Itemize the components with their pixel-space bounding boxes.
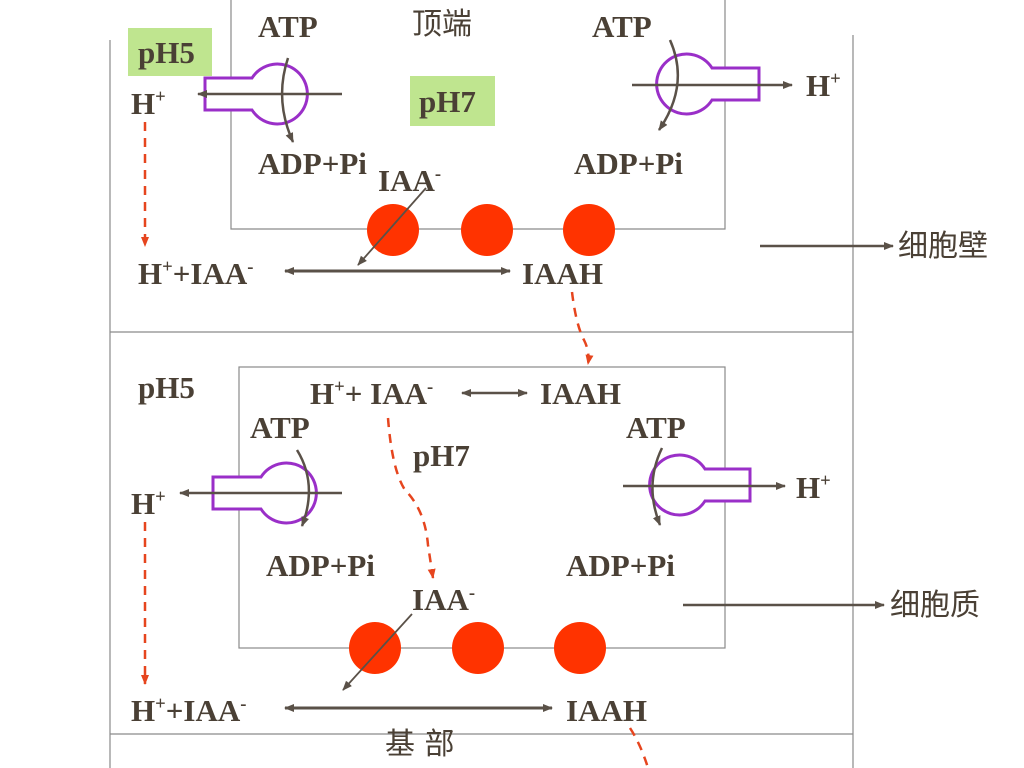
bottom-carrier-1	[349, 622, 401, 674]
top-carrier-1	[367, 204, 419, 256]
bottom-equilibrium-left-label: H++IAA-	[131, 693, 247, 728]
ph7-bottom-label: pH7	[413, 438, 470, 473]
bottom-left-h-label: H+	[131, 486, 166, 521]
proton-pump-top-left	[197, 57, 342, 143]
bottom-iaah-diffusion	[628, 727, 650, 768]
iaah-diffusion	[570, 291, 594, 365]
cytoplasm-label: 细胞质	[890, 588, 980, 623]
ph5-bottom-label: pH5	[138, 370, 195, 405]
top-carrier-2	[461, 204, 513, 256]
ph5-top-highlight	[128, 28, 212, 76]
inner-equilibrium-left-label: H++ IAA-	[310, 376, 434, 411]
ph7-top-highlight	[410, 76, 495, 126]
bottom-left-adp-label: ADP+Pi	[266, 548, 375, 583]
top-carrier-3	[563, 204, 615, 256]
bottom-right-atp-label: ATP	[626, 410, 686, 445]
ph7-top-label: pH7	[419, 84, 476, 119]
top-right-adp-label: ADP+Pi	[574, 146, 683, 181]
top-iaa-label: IAA-	[378, 163, 442, 198]
base-title: 基 部	[385, 727, 455, 762]
bottom-iaa-label: IAA-	[412, 582, 476, 617]
proton-pump-top-right	[632, 39, 793, 131]
top-iaa-efflux-arrow	[357, 187, 427, 266]
top-left-h-label: H+	[131, 86, 166, 121]
bottom-carrier-3	[554, 622, 606, 674]
carrier-circles	[349, 204, 615, 674]
bottom-right-adp-label: ADP+Pi	[566, 548, 675, 583]
top-right-atp-label: ATP	[592, 9, 652, 44]
top-title: 顶端	[412, 7, 472, 42]
top-left-atp-label: ATP	[258, 9, 318, 44]
cell-wall-lines	[109, 35, 854, 768]
bottom-iaa-efflux-arrow	[342, 613, 413, 691]
bottom-equilibrium-right-label: IAAH	[566, 693, 647, 728]
ph5-top-label: pH5	[138, 35, 195, 70]
proton-pump-bottom-left	[179, 449, 342, 527]
diffusion-paths	[141, 122, 650, 768]
cell-wall-label: 细胞壁	[898, 229, 988, 264]
bottom-carrier-2	[452, 622, 504, 674]
top-left-adp-label: ADP+Pi	[258, 146, 367, 181]
proton-pump-bottom-right	[623, 447, 786, 526]
bottom-right-h-label: H+	[796, 470, 831, 505]
bottom-left-atp-label: ATP	[250, 410, 310, 445]
top-right-h-label: H+	[806, 68, 841, 103]
top-equilibrium-right-label: IAAH	[522, 256, 603, 291]
top-equilibrium-left-label: H++IAA-	[138, 256, 254, 291]
inner-equilibrium-right-label: IAAH	[540, 376, 621, 411]
